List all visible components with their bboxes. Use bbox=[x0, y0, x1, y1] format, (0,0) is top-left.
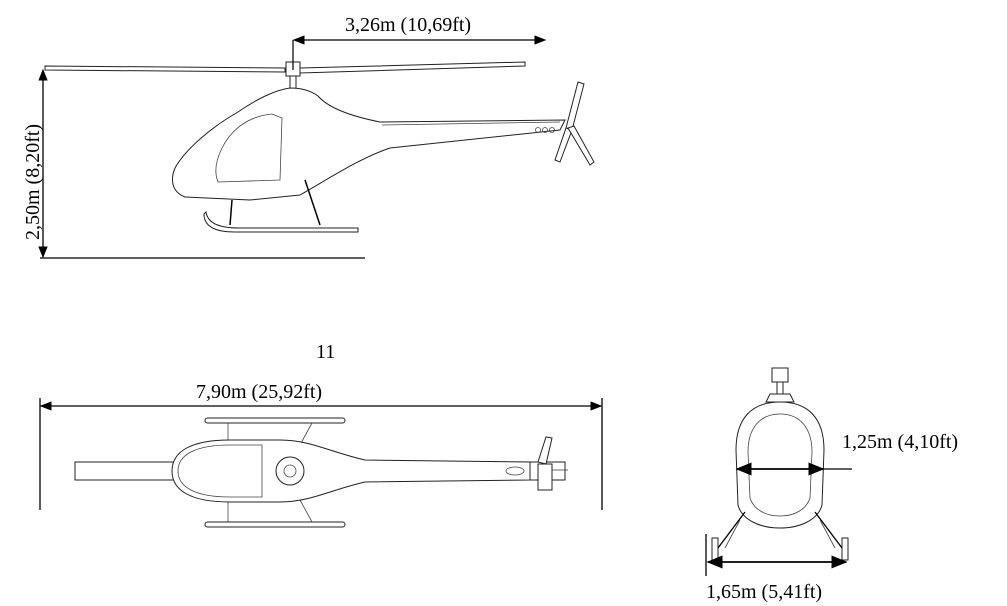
side-view: 3,26m (10,69ft) 2,50m (8,20ft) bbox=[22, 14, 595, 259]
figure-number: 11 bbox=[316, 341, 335, 363]
fuselage bbox=[172, 87, 566, 201]
rotor-radius-label: 3,26m (10,69ft) bbox=[345, 14, 471, 36]
length-label: 7,90m (25,92ft) bbox=[196, 381, 322, 403]
front-skid-left bbox=[711, 537, 719, 561]
cockpit-window bbox=[215, 113, 283, 183]
skid-width-label: 1,65m (5,41ft) bbox=[706, 581, 822, 603]
main-rotor-blade-right bbox=[299, 61, 526, 74]
top-fuselage bbox=[171, 439, 531, 503]
front-view: 1,25m (4,10ft) 1,65m (5,41ft) bbox=[705, 367, 958, 603]
top-canopy bbox=[177, 444, 263, 498]
tail-rotor-lower bbox=[554, 127, 573, 163]
cabin-width-label: 1,25m (4,10ft) bbox=[842, 431, 958, 453]
tail-fin bbox=[567, 125, 595, 166]
top-view: 11 7,90m (25,92ft) bbox=[39, 341, 603, 528]
top-tail-rotor bbox=[537, 463, 553, 491]
top-skid-lower bbox=[204, 521, 346, 528]
height-label: 2,50m (8,20ft) bbox=[22, 124, 44, 240]
front-mast bbox=[776, 381, 784, 395]
front-skid-right bbox=[841, 537, 849, 561]
front-rotor-head bbox=[771, 367, 789, 383]
front-windshield bbox=[747, 413, 813, 517]
tail-rotor-upper bbox=[565, 81, 585, 131]
top-skid-upper bbox=[204, 417, 346, 424]
top-rotor-hub bbox=[275, 456, 305, 486]
front-cabin bbox=[735, 401, 825, 529]
landing-skid bbox=[203, 210, 359, 233]
top-tail-fin bbox=[537, 436, 553, 465]
main-rotor-blade-left bbox=[44, 65, 286, 73]
front-mast-fairing bbox=[765, 393, 795, 403]
